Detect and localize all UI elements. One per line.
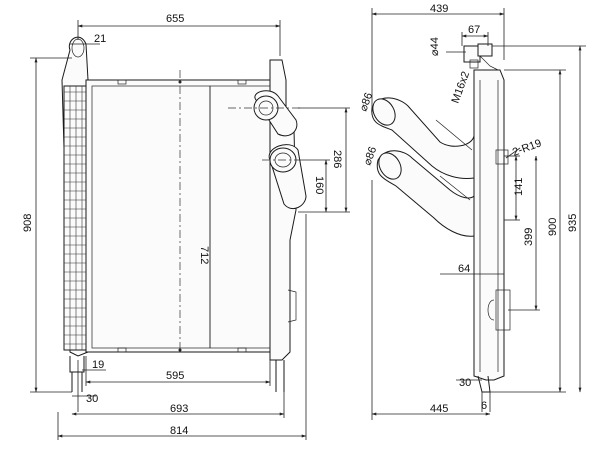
side-top-port bbox=[463, 43, 499, 71]
dim-label-900: 900 bbox=[547, 218, 559, 236]
core-tabs bbox=[117, 79, 247, 353]
dim-label-908: 908 bbox=[22, 214, 34, 232]
dim-pipe-offset: 21 bbox=[70, 33, 106, 45]
front-view: 655 21 908 712 286 160 bbox=[22, 13, 350, 440]
dim-tank-width: 64 bbox=[440, 263, 504, 275]
dim-bottom: 19 595 30 693 814 bbox=[57, 214, 307, 440]
dim-label-phi86-b: ⌀86 bbox=[362, 145, 380, 167]
side-tank bbox=[473, 69, 511, 393]
dim-core-height: 712 bbox=[198, 86, 211, 348]
dim-label-foot-30: 30 bbox=[459, 377, 471, 389]
side-inlet-pipes bbox=[371, 97, 475, 237]
dim-label-439: 439 bbox=[430, 3, 448, 15]
dim-heights: 141 399 900 935 bbox=[490, 45, 586, 393]
dim-label-30: 30 bbox=[86, 393, 98, 405]
left-tank bbox=[61, 36, 89, 392]
dim-label-m16x2: M16x2 bbox=[450, 70, 473, 105]
dim-label-445: 445 bbox=[430, 403, 448, 415]
dim-label-2r19: 2-R19 bbox=[511, 137, 543, 159]
dim-label-595: 595 bbox=[166, 370, 184, 382]
dim-depth-top: 439 bbox=[371, 3, 505, 112]
dim-label-160: 160 bbox=[313, 176, 325, 194]
dim-mount-radius: 2-R19 bbox=[505, 137, 543, 159]
dim-label-286: 286 bbox=[331, 150, 343, 168]
dim-label-693: 693 bbox=[170, 403, 188, 415]
dim-label-655: 655 bbox=[166, 13, 184, 25]
dim-label-64: 64 bbox=[458, 263, 470, 275]
dim-overall-height: 908 bbox=[22, 57, 72, 393]
dim-side-bottom: 30 6 445 bbox=[371, 180, 491, 420]
core bbox=[85, 79, 277, 353]
dim-outlets: 286 160 bbox=[298, 107, 350, 213]
dim-label-21: 21 bbox=[94, 33, 106, 45]
dim-label-6: 6 bbox=[481, 400, 487, 412]
dim-label-phi44: ⌀44 bbox=[429, 37, 441, 56]
dim-label-399: 399 bbox=[523, 228, 535, 246]
dim-label-814: 814 bbox=[170, 425, 188, 437]
dim-label-712: 712 bbox=[198, 246, 210, 264]
dim-label-19: 19 bbox=[92, 359, 104, 371]
center-lines bbox=[179, 70, 300, 350]
dim-label-141: 141 bbox=[513, 178, 525, 196]
dim-top-width: 655 bbox=[77, 13, 281, 56]
dim-label-935: 935 bbox=[567, 214, 579, 232]
side-view: 439 67 ⌀44 M16x2 ⌀86 ⌀86 2-R19 bbox=[358, 3, 586, 420]
dim-label-67: 67 bbox=[468, 24, 480, 36]
dim-port-width: 67 bbox=[461, 24, 489, 46]
